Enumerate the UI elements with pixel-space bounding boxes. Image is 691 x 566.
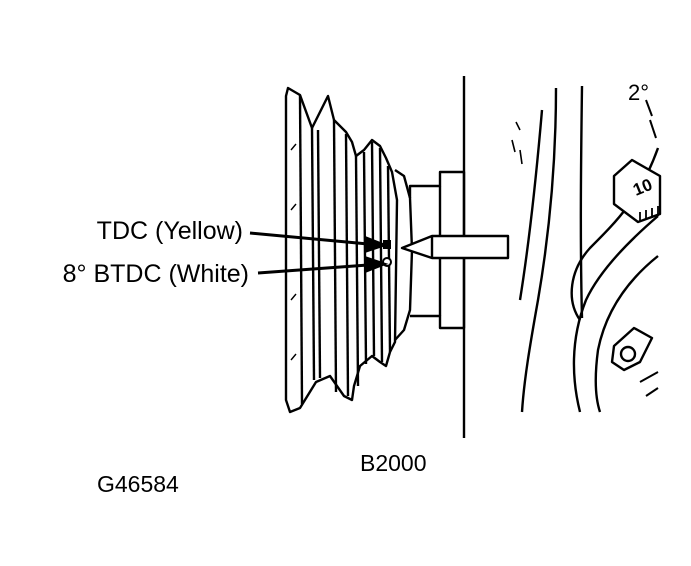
btdc-label: 8° BTDC (White) xyxy=(63,260,249,288)
tdc-notch xyxy=(383,240,391,249)
degree-mark-label: 2° xyxy=(628,80,649,105)
timing-pointer xyxy=(400,234,510,260)
callout-arrows xyxy=(249,231,389,275)
crankshaft-pulley xyxy=(284,86,399,414)
flywheel-timing-scale xyxy=(511,85,662,413)
figure-code: G46584 xyxy=(97,471,179,497)
model-label: B2000 xyxy=(360,450,427,476)
tdc-label: TDC (Yellow) xyxy=(97,217,243,245)
